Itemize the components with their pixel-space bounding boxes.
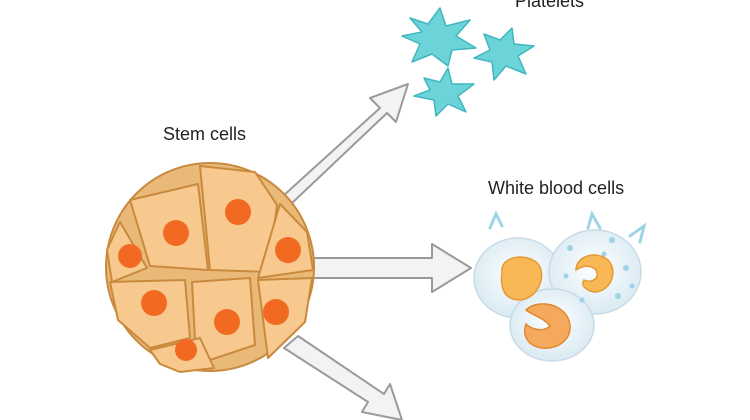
stem-cell-cluster (105, 162, 315, 373)
wbc-nucleus (524, 303, 571, 349)
wbc-nucleus (500, 256, 543, 301)
stem-cell-nucleus (225, 199, 251, 225)
wbc-pseudopod (488, 210, 647, 244)
arrow-to-platelets (282, 83, 409, 205)
platelet (473, 27, 535, 81)
stem-cell-nucleus (275, 237, 301, 263)
label-white-blood-cells: White blood cells (488, 178, 625, 198)
stem-cell-nucleus (214, 309, 240, 335)
stem-cell-nucleus (163, 220, 189, 246)
platelet (401, 7, 477, 67)
stem-cell-nucleus (263, 299, 289, 325)
stem-cell-nucleus (175, 339, 197, 361)
wbc-nucleus (575, 254, 614, 293)
stem-cell-nucleus (118, 244, 142, 268)
platelet (413, 67, 475, 117)
label-platelets: Platelets (515, 0, 585, 11)
label-stem-cells: Stem cells (163, 124, 247, 144)
stem-cell-nucleus (141, 290, 167, 316)
arrow-to-bottom (283, 335, 403, 420)
arrow-to-white-blood-cells (311, 243, 472, 293)
white-blood-cells-illustration (473, 210, 647, 362)
platelets-illustration (401, 7, 535, 117)
